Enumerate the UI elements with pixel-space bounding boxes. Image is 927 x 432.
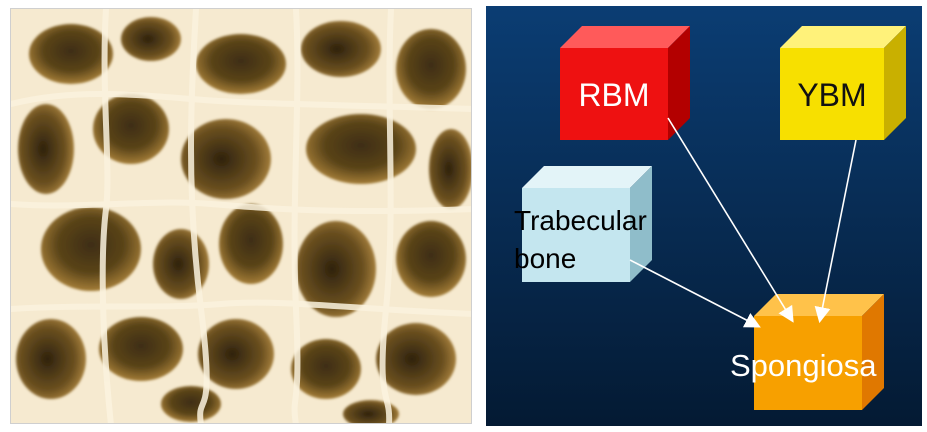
bone-marrow-diagram: RBM YBM Trabecular bone Spongiosa	[486, 6, 922, 426]
rbm-label: RBM	[578, 77, 649, 113]
trabecular-bone-image	[10, 8, 472, 424]
trabecular-bone-cube: Trabecular bone	[514, 166, 652, 282]
ybm-cube: YBM	[780, 26, 906, 140]
bone-texture-svg	[11, 9, 472, 424]
trabecular-label-line1: Trabecular	[514, 205, 647, 236]
spongiosa-label: Spongiosa	[730, 348, 877, 383]
trabecular-label-line2: bone	[514, 243, 576, 274]
ybm-label: YBM	[797, 77, 866, 113]
diagram-svg: RBM YBM Trabecular bone Spongiosa	[486, 6, 922, 426]
